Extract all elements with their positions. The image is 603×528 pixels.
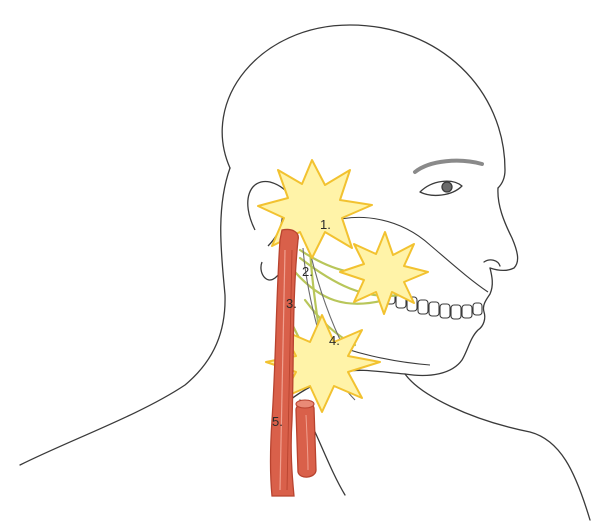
label-2: 2. <box>302 264 313 279</box>
starburst-1 <box>258 160 372 258</box>
label-5: 5. <box>272 414 283 429</box>
label-4: 4. <box>329 333 340 348</box>
label-3: 3. <box>286 296 297 311</box>
label-1: 1. <box>320 217 331 232</box>
